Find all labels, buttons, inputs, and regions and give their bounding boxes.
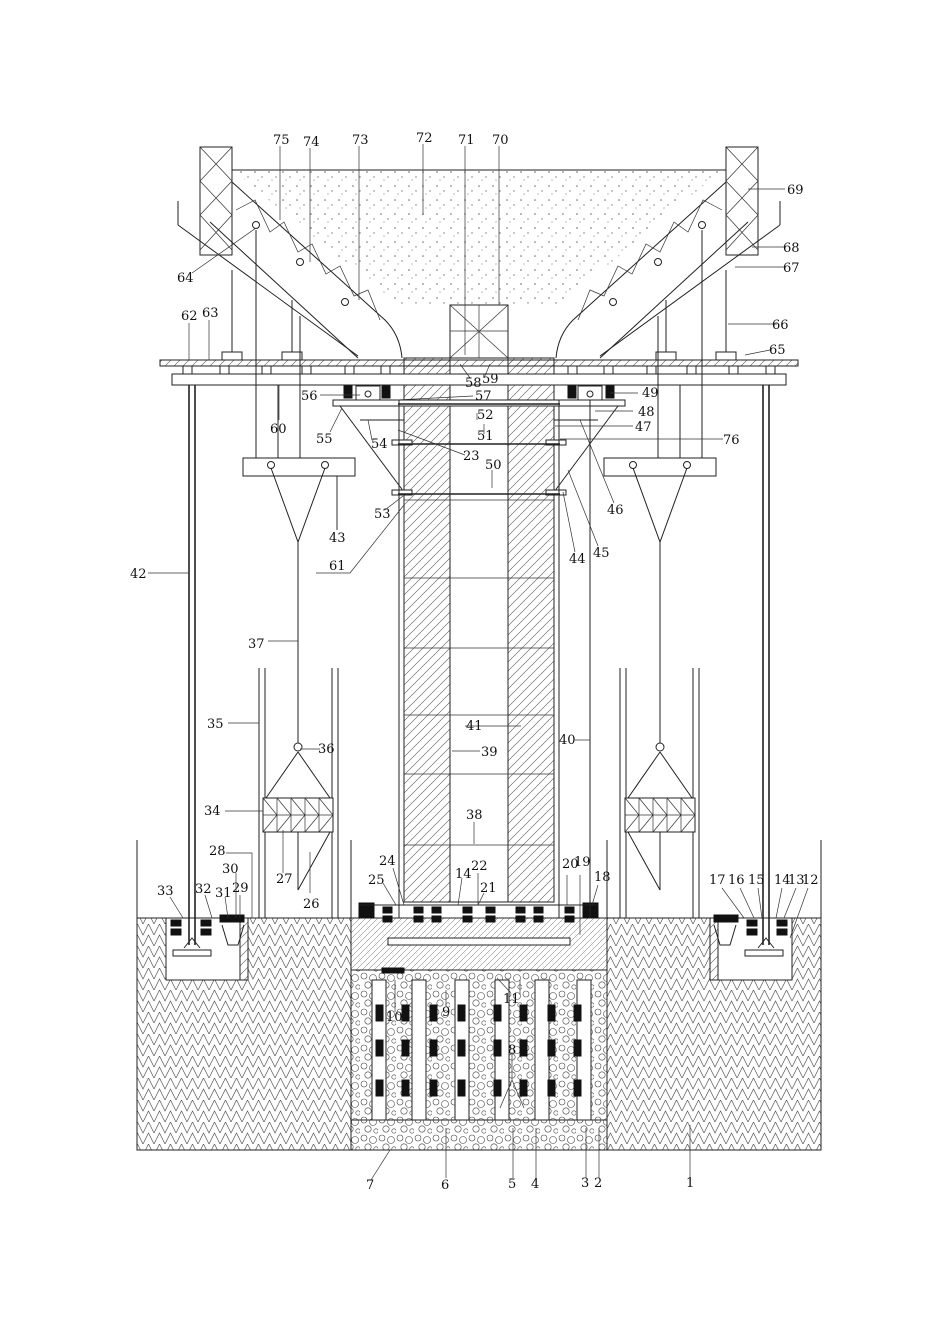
- part-label: 52: [477, 408, 494, 423]
- part-label: 18: [594, 870, 611, 885]
- part-label: 21: [480, 881, 497, 896]
- part-label: 31: [215, 886, 232, 901]
- material-hopper: [177, 146, 781, 359]
- part-label: 14: [774, 873, 791, 888]
- part-label: 2: [594, 1176, 602, 1191]
- part-label: 56: [301, 389, 318, 404]
- part-label: 24: [379, 854, 396, 869]
- part-label: 46: [607, 503, 624, 518]
- leader-lines: [148, 144, 809, 1181]
- part-label: 16: [728, 873, 745, 888]
- part-label: 48: [638, 405, 655, 420]
- part-label: 13: [788, 873, 805, 888]
- part-label: 20: [562, 857, 579, 872]
- ladder-towers: [258, 668, 700, 918]
- part-label: 22: [471, 859, 488, 874]
- part-label: 29: [232, 881, 249, 896]
- support-columns: [188, 385, 770, 945]
- part-label: 69: [787, 183, 804, 198]
- part-label: 3: [581, 1176, 589, 1191]
- part-label: 54: [371, 437, 388, 452]
- part-label: 8: [508, 1043, 516, 1058]
- part-label: 33: [157, 884, 174, 899]
- part-label: 53: [374, 507, 391, 522]
- part-number-labels: 75 74 73 72 71 70 69 68 67 64 66 62 63 6…: [130, 131, 819, 1193]
- part-label: 6: [441, 1178, 449, 1193]
- part-label: 25: [368, 873, 385, 888]
- part-label: 32: [195, 882, 212, 897]
- part-label: 67: [783, 261, 800, 276]
- part-label: 57: [475, 389, 492, 404]
- pile-group: [351, 967, 607, 1121]
- part-label: 19: [574, 855, 591, 870]
- part-label: 45: [593, 546, 610, 561]
- pile-cap-base: [358, 902, 599, 946]
- part-label: 36: [318, 742, 335, 757]
- part-label: 23: [463, 449, 480, 464]
- part-label: 40: [559, 733, 576, 748]
- part-label: 47: [635, 420, 652, 435]
- part-label: 63: [202, 306, 219, 321]
- part-label: 49: [642, 386, 659, 401]
- part-label: 1: [686, 1176, 694, 1191]
- part-label: 71: [458, 133, 475, 148]
- part-label: 5: [508, 1177, 516, 1192]
- side-foundation-pits: [165, 917, 793, 981]
- part-label: 26: [303, 897, 320, 912]
- part-label: 7: [366, 1178, 374, 1193]
- part-label: 30: [222, 862, 239, 877]
- lifting-baskets: [262, 742, 696, 891]
- part-label: 9: [442, 1005, 450, 1020]
- part-label: 35: [207, 717, 224, 732]
- support-jacks: [221, 270, 737, 361]
- part-label: 65: [769, 343, 786, 358]
- part-label: 64: [177, 271, 194, 286]
- part-label: 41: [466, 719, 483, 734]
- top-working-platform: [159, 359, 799, 386]
- part-label: 15: [748, 873, 765, 888]
- part-label: 14: [455, 867, 472, 882]
- part-label: 75: [273, 133, 290, 148]
- pier-column: [403, 304, 555, 903]
- part-label: 10: [386, 1010, 403, 1025]
- part-label: 76: [723, 433, 740, 448]
- part-label: 51: [477, 429, 494, 444]
- part-label: 66: [772, 318, 789, 333]
- part-label: 73: [352, 133, 369, 148]
- part-label: 11: [503, 992, 520, 1007]
- part-label: 68: [783, 241, 800, 256]
- part-label: 60: [270, 422, 287, 437]
- part-label: 70: [492, 133, 509, 148]
- part-label: 44: [569, 552, 586, 567]
- part-label: 61: [329, 559, 346, 574]
- part-label: 27: [276, 872, 293, 887]
- part-label: 34: [204, 804, 221, 819]
- part-label: 74: [303, 135, 320, 150]
- part-label: 28: [209, 844, 226, 859]
- part-label: 42: [130, 567, 147, 582]
- part-label: 17: [709, 873, 726, 888]
- part-label: 62: [181, 309, 198, 324]
- part-label: 39: [481, 745, 498, 760]
- part-label: 37: [248, 637, 265, 652]
- part-label: 43: [329, 531, 346, 546]
- part-label: 12: [802, 873, 819, 888]
- part-label: 59: [482, 372, 499, 387]
- side-bearings: [170, 914, 788, 949]
- hoist-beams: [242, 230, 717, 744]
- part-label: 55: [316, 432, 333, 447]
- part-label: 4: [531, 1177, 539, 1192]
- part-label: 50: [485, 458, 502, 473]
- climbing-frame: [332, 385, 626, 496]
- part-label: 72: [416, 131, 433, 146]
- part-label: 38: [466, 808, 483, 823]
- part-label: 58: [465, 376, 482, 391]
